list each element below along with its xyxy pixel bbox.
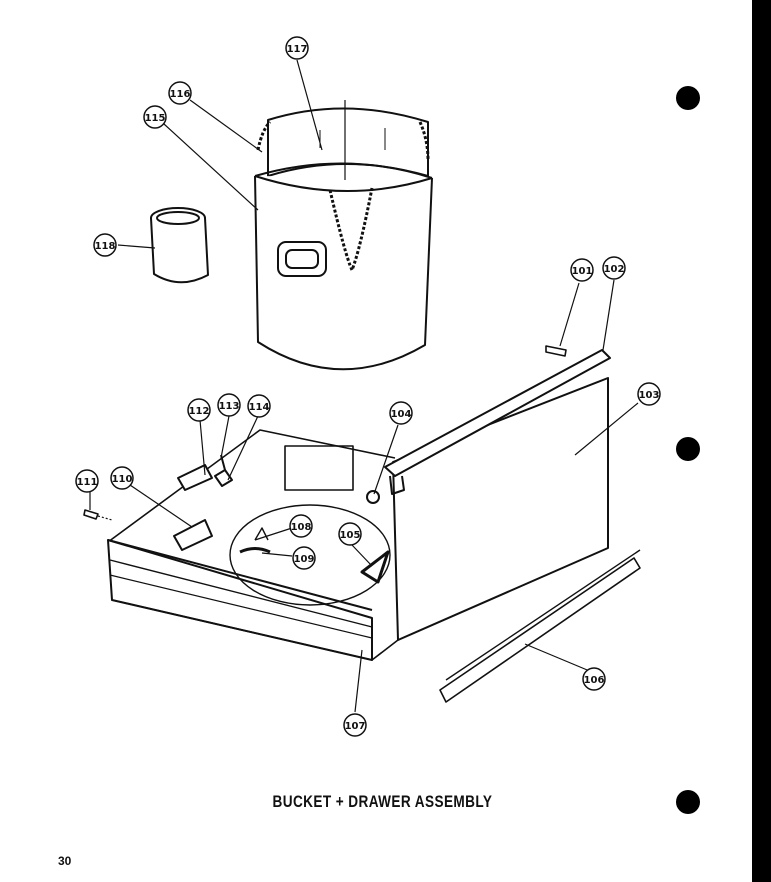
svg-text:118: 118 <box>95 241 116 252</box>
svg-text:114: 114 <box>249 402 270 413</box>
svg-text:116: 116 <box>170 89 191 100</box>
callout-101: 101 <box>570 258 594 282</box>
bucket <box>254 100 433 371</box>
svg-text:106: 106 <box>584 675 605 686</box>
callout-116: 116 <box>168 81 192 105</box>
callout-107: 107 <box>343 713 367 737</box>
canister <box>150 207 209 284</box>
callout-105: 105 <box>338 522 362 546</box>
callout-113: 113 <box>217 393 241 417</box>
callout-118: 118 <box>93 233 117 257</box>
svg-text:111: 111 <box>77 477 98 488</box>
svg-text:115: 115 <box>145 113 166 124</box>
punch-hole-middle <box>676 437 700 461</box>
callout-103: 103 <box>637 382 661 406</box>
callout-109: 109 <box>292 546 316 570</box>
svg-text:103: 103 <box>639 390 660 401</box>
svg-text:113: 113 <box>219 401 240 412</box>
svg-text:117: 117 <box>287 44 308 55</box>
svg-text:107: 107 <box>345 721 366 732</box>
screw-left <box>83 509 99 520</box>
callout-108: 108 <box>289 514 313 538</box>
punch-hole-top <box>676 86 700 110</box>
svg-text:105: 105 <box>340 530 361 541</box>
rail <box>439 557 641 703</box>
svg-text:110: 110 <box>112 474 133 485</box>
callout-114: 114 <box>247 394 271 418</box>
callout-111: 111 <box>75 469 99 493</box>
callout-117: 117 <box>285 36 309 60</box>
callout-112: 112 <box>187 398 211 422</box>
punch-hole-bottom <box>676 790 700 814</box>
drawer <box>107 349 611 661</box>
callout-102: 102 <box>602 256 626 280</box>
svg-text:112: 112 <box>189 406 210 417</box>
page-number: 30 <box>58 854 72 868</box>
svg-text:102: 102 <box>604 264 625 275</box>
callout-106: 106 <box>582 667 606 691</box>
svg-text:104: 104 <box>391 409 412 420</box>
callout-115: 115 <box>143 105 167 129</box>
screw <box>545 345 567 357</box>
svg-text:101: 101 <box>572 266 593 277</box>
diagram-caption: BUCKET + DRAWER ASSEMBLY <box>272 792 493 811</box>
page-edge-bar <box>752 0 771 882</box>
svg-text:109: 109 <box>294 554 315 565</box>
callout-110: 110 <box>110 466 134 490</box>
svg-text:108: 108 <box>291 522 312 533</box>
callout-104: 104 <box>389 401 413 425</box>
